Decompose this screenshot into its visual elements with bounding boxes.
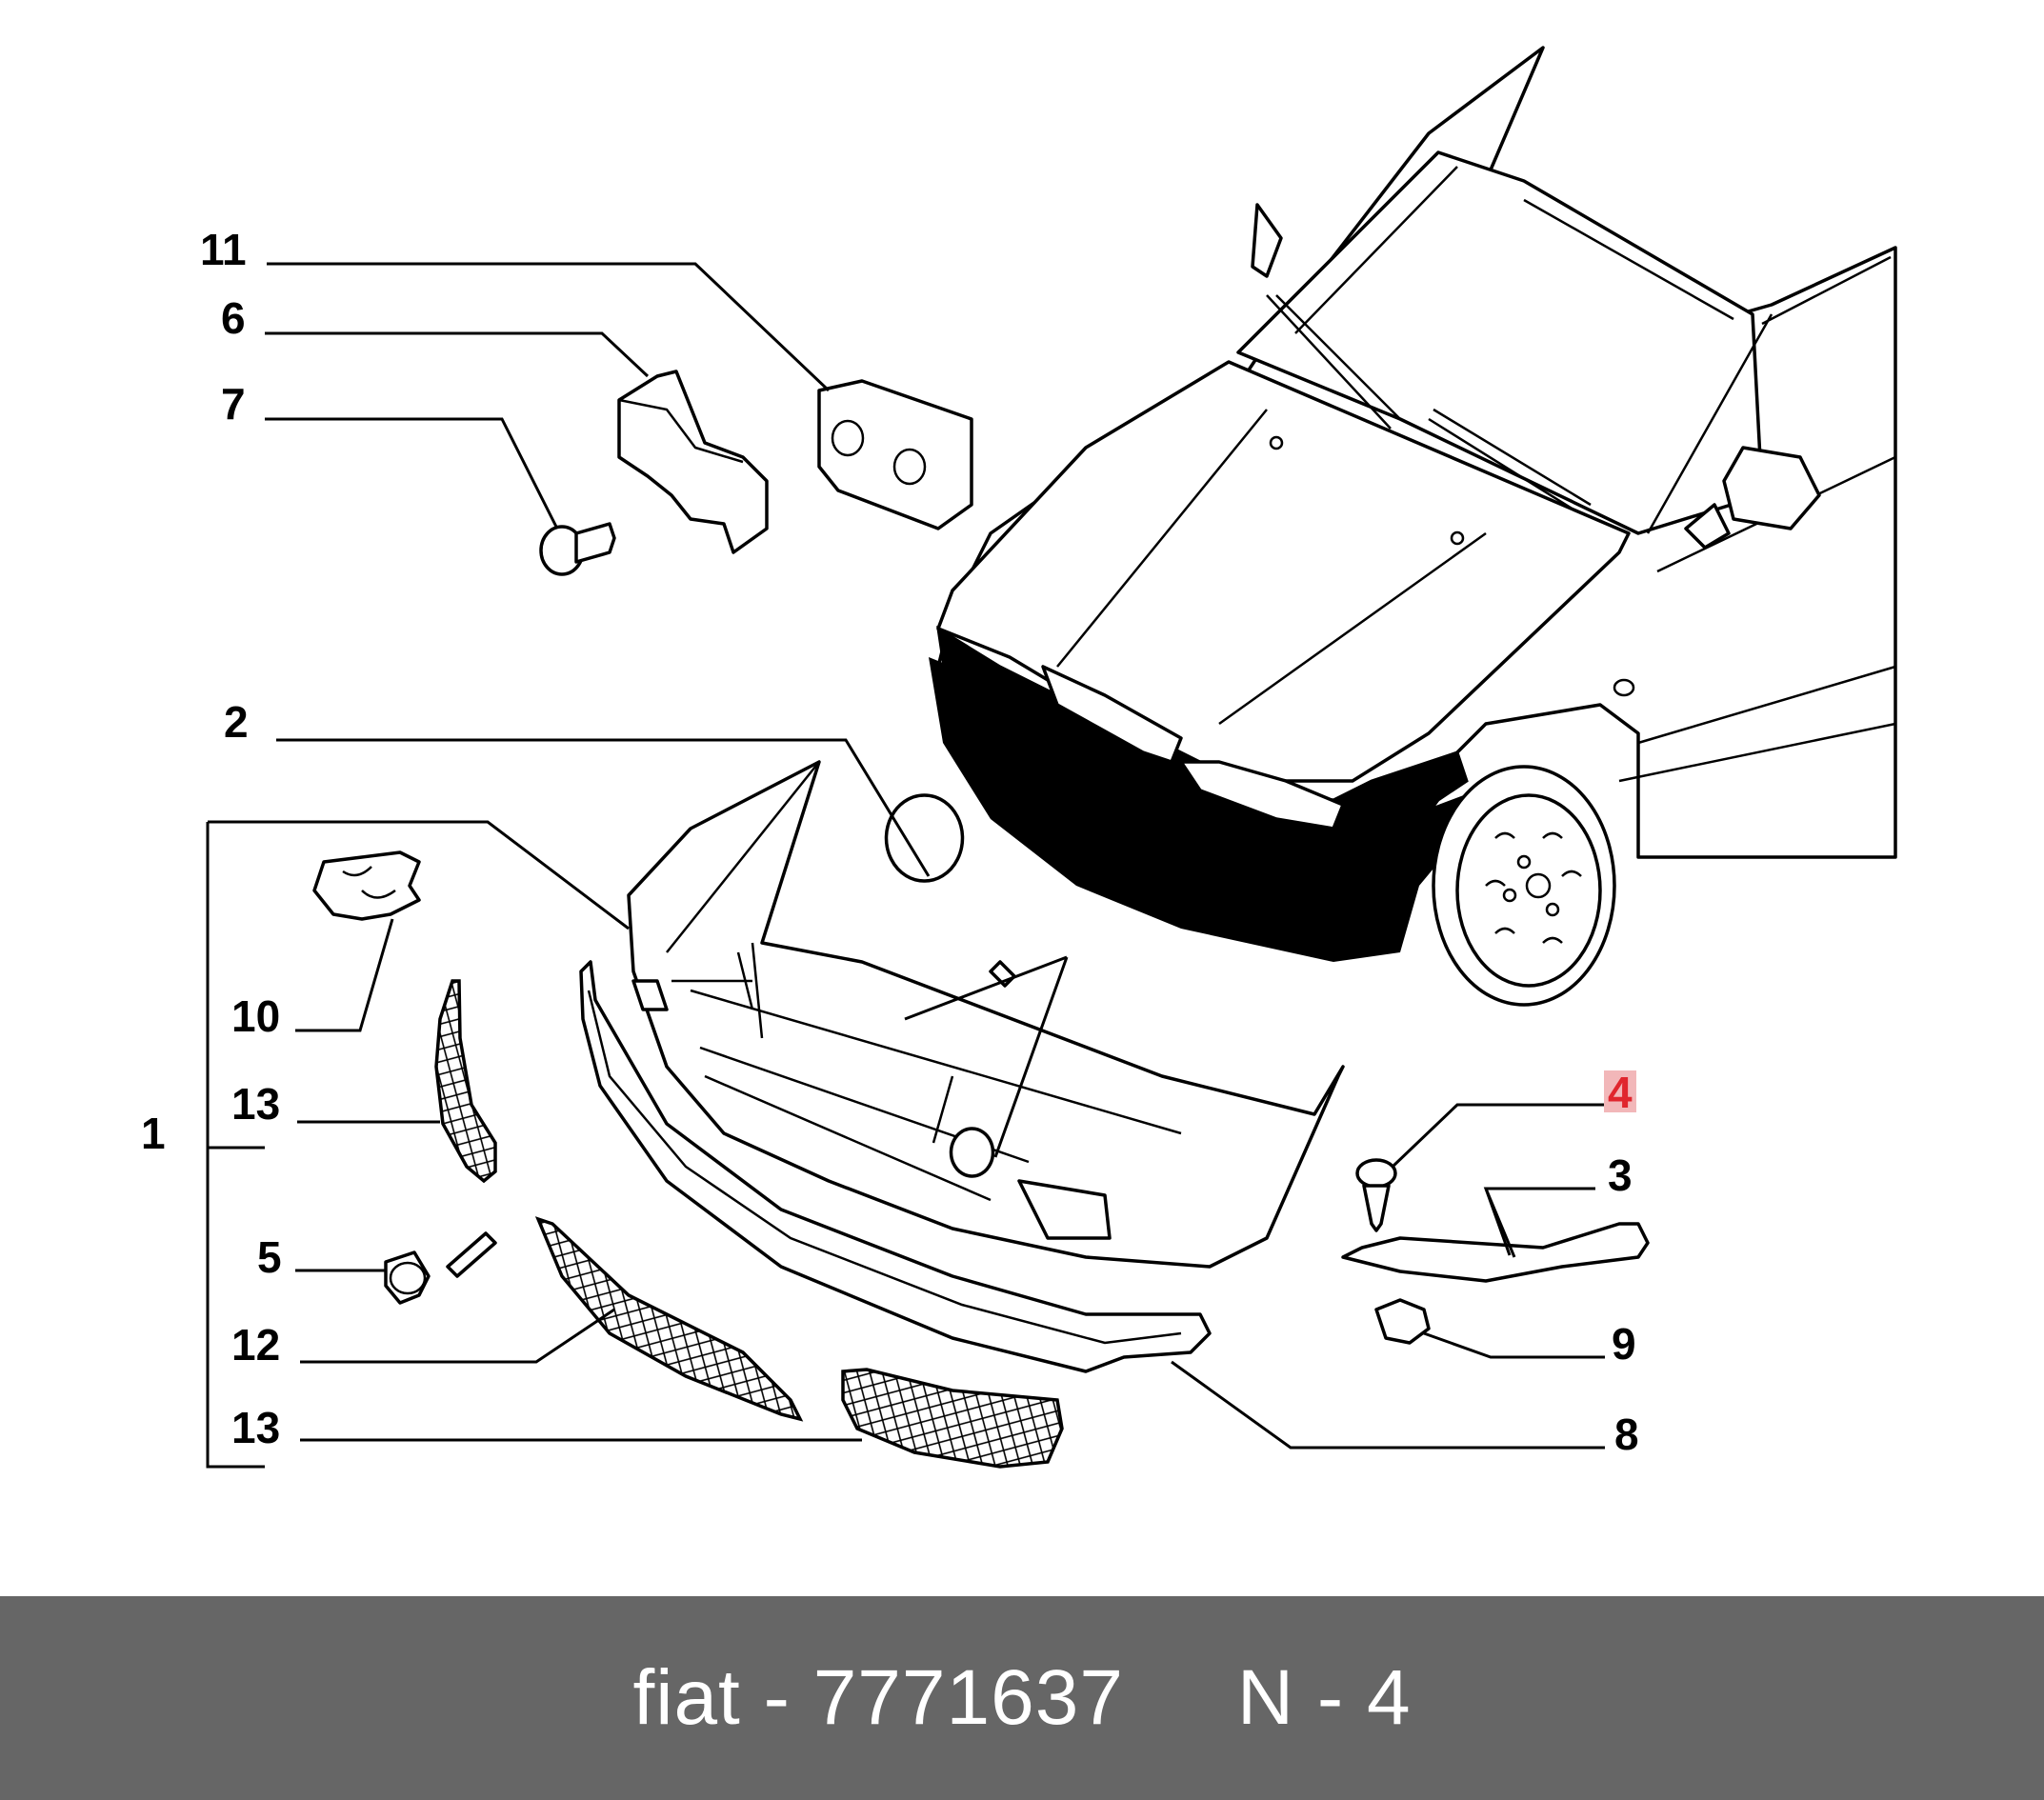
callout-13-upper: 13 — [231, 1079, 280, 1129]
absorber-block-part — [817, 379, 973, 530]
parts-diagram: 11 6 7 2 1 10 13 5 12 13 4 3 9 8 — [141, 46, 1897, 1469]
side-grille-mesh-part — [434, 979, 497, 1184]
callout-12: 12 — [231, 1320, 280, 1370]
separator: - — [740, 1654, 813, 1741]
callout-8: 8 — [1614, 1410, 1639, 1459]
front-bumper-illustration — [627, 760, 1345, 1269]
spacer — [1124, 1654, 1237, 1741]
spoiler-strip-part — [579, 960, 1212, 1373]
clip-bracket-part — [312, 850, 421, 921]
leader-lines — [206, 262, 1605, 1469]
brand-name: fiat — [632, 1654, 741, 1741]
diagram-reference: N - 4 — [1236, 1654, 1412, 1741]
callout-10: 10 — [231, 991, 280, 1041]
bolt-part — [384, 1231, 497, 1305]
bumper-bracket-part — [617, 370, 769, 554]
part-number: 7771637 — [812, 1654, 1124, 1741]
footer-bar: fiat - 7771637 N - 4 — [0, 1596, 2044, 1800]
callout-1: 1 — [141, 1109, 166, 1158]
screw-part — [1355, 1158, 1397, 1232]
side-bracket-strip-part — [1341, 1222, 1650, 1283]
callout-5: 5 — [257, 1232, 282, 1282]
center-grille-mesh-part — [534, 1216, 804, 1422]
callout-11: 11 — [200, 225, 247, 274]
lower-grille-mesh-part — [841, 1368, 1064, 1469]
car-front-illustration — [929, 46, 1897, 1007]
callout-3: 3 — [1608, 1150, 1633, 1200]
nut-part — [1374, 1298, 1431, 1345]
callout-6: 6 — [221, 293, 246, 343]
callout-7: 7 — [221, 379, 246, 429]
callout-13-lower: 13 — [231, 1403, 280, 1452]
callout-4: 4 — [1608, 1068, 1633, 1117]
callout-4-highlight — [1604, 1070, 1636, 1112]
footer-caption: fiat - 7771637 N - 4 — [632, 1653, 1411, 1743]
push-clip-part — [539, 522, 616, 576]
callout-9: 9 — [1612, 1319, 1636, 1369]
callout-2: 2 — [224, 697, 249, 747]
